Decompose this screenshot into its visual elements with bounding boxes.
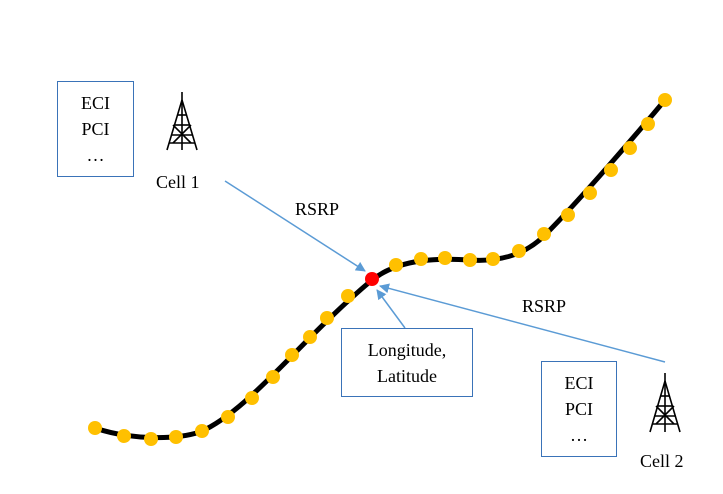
cell1-info-box: ECI PCI …	[57, 81, 134, 177]
rsrp-label-cell2: RSRP	[522, 296, 567, 316]
sample-point	[512, 244, 526, 258]
sample-point	[623, 141, 637, 155]
position-info-box: Longitude, Latitude	[341, 328, 473, 397]
cell2-label: Cell 2	[640, 451, 684, 471]
sample-point	[169, 430, 183, 444]
sample-point	[245, 391, 259, 405]
sample-point	[285, 348, 299, 362]
sample-point	[88, 421, 102, 435]
sample-point	[389, 258, 403, 272]
antenna-tower-icon	[166, 92, 198, 151]
sample-points	[88, 93, 672, 446]
sample-point	[463, 253, 477, 267]
cell1-eci: ECI	[81, 93, 110, 113]
sample-point	[266, 370, 280, 384]
cell1-pci: PCI	[81, 119, 110, 139]
sample-point	[604, 163, 618, 177]
sample-point	[561, 208, 575, 222]
cell2-eci: ECI	[564, 373, 594, 393]
sample-point	[117, 429, 131, 443]
sample-point	[438, 251, 452, 265]
sample-point	[486, 252, 500, 266]
rsrp-label-cell1: RSRP	[295, 199, 340, 219]
sample-point	[195, 424, 209, 438]
current-position-point	[365, 272, 379, 286]
sample-point	[583, 186, 597, 200]
sample-point	[320, 311, 334, 325]
cell2-pci: PCI	[564, 399, 593, 419]
sample-point	[303, 330, 317, 344]
antenna-tower-icon	[649, 373, 681, 433]
position-latitude-label: Latitude	[377, 365, 437, 386]
rsrp-arrow-cell1	[224, 180, 366, 272]
position-longitude-label: Longitude,	[367, 339, 447, 360]
sample-point	[341, 289, 355, 303]
sample-point	[414, 252, 428, 266]
sample-point	[221, 410, 235, 424]
rsrp-arrow-cell2	[379, 283, 666, 363]
cell1-label: Cell 1	[156, 172, 200, 192]
sample-point	[658, 93, 672, 107]
sample-point	[144, 432, 158, 446]
cell2-info-box: ECI PCI …	[541, 361, 617, 457]
cell1-ellipsis: …	[86, 145, 105, 165]
sample-point	[641, 117, 655, 131]
sample-point	[537, 227, 551, 241]
cell2-ellipsis: …	[570, 425, 588, 445]
position-arrow	[376, 289, 406, 329]
